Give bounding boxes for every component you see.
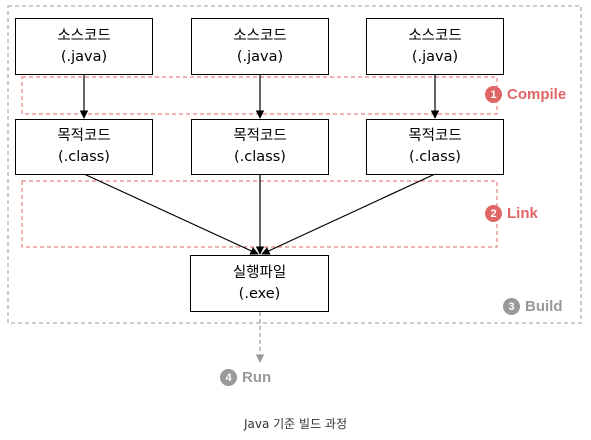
box-extension: (.class)	[234, 149, 286, 165]
box-title: 소스코드	[408, 27, 462, 44]
box-extension: (.java)	[60, 48, 108, 65]
step-number-badge: 2	[485, 205, 502, 222]
step-number-badge: 4	[220, 369, 237, 386]
box-extension: (.java)	[411, 48, 459, 65]
source-code-box-2: 소스코드 (.java)	[191, 18, 329, 75]
box-title: 목적코드	[233, 128, 287, 144]
step-build: 3 Build	[503, 298, 563, 315]
box-extension: (.exe)	[238, 285, 281, 302]
box-title: 목적코드	[408, 128, 462, 144]
box-title: 목적코드	[57, 128, 111, 144]
step-link: 2 Link	[485, 205, 538, 222]
object-code-box-3: 목적코드 (.class)	[366, 119, 504, 175]
box-extension: (.class)	[58, 149, 110, 165]
step-label: Run	[242, 369, 272, 386]
step-compile: 1 Compile	[485, 86, 566, 103]
build-region	[7, 5, 582, 324]
box-title: 실행파일	[232, 264, 287, 281]
box-title: 소스코드	[233, 27, 287, 44]
link-arrow-3	[261, 173, 436, 255]
executable-box: 실행파일 (.exe)	[190, 255, 329, 312]
box-extension: (.java)	[236, 48, 284, 65]
source-code-box-1: 소스코드 (.java)	[15, 18, 153, 75]
step-label: Link	[507, 205, 538, 222]
box-extension: (.class)	[409, 149, 461, 165]
link-arrow-1	[83, 173, 259, 255]
step-run: 4 Run	[220, 369, 271, 386]
step-number-badge: 3	[503, 298, 520, 315]
step-number-badge: 1	[485, 86, 502, 103]
step-label: Build	[525, 298, 563, 315]
source-code-box-3: 소스코드 (.java)	[366, 18, 504, 75]
figure-caption: Java 기준 빌드 과정	[243, 417, 348, 431]
step-label: Compile	[507, 86, 567, 103]
object-code-box-1: 목적코드 (.class)	[15, 119, 153, 175]
box-title: 소스코드	[57, 27, 111, 44]
object-code-box-2: 목적코드 (.class)	[191, 119, 329, 175]
